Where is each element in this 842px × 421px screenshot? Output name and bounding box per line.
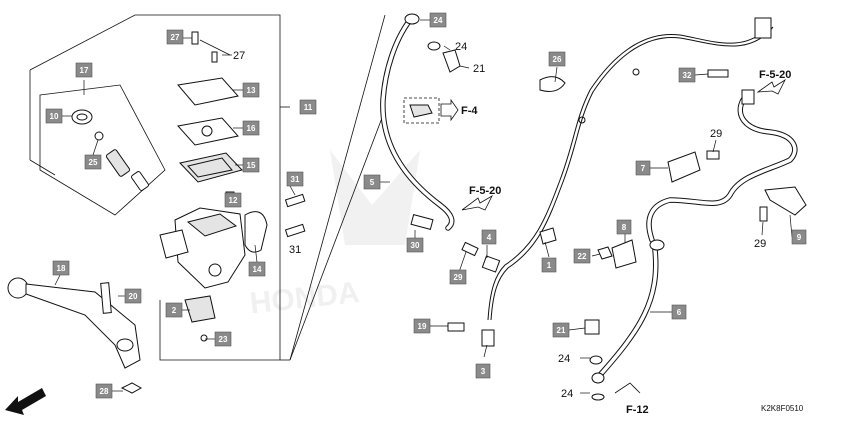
piston-parts <box>71 109 149 191</box>
svg-text:32: 32 <box>683 71 692 80</box>
svg-text:15: 15 <box>247 161 256 170</box>
callout-21: 21 <box>552 322 570 338</box>
svg-text:26: 26 <box>553 55 562 64</box>
f12-bracket <box>614 382 641 394</box>
fr-direction-arrow: FR. <box>5 388 46 415</box>
svg-text:2: 2 <box>172 306 177 315</box>
ref-f5-20-right: F-5-20 <box>759 69 791 81</box>
label-24-top: 24 <box>455 41 467 53</box>
front-brake-hose <box>380 13 461 231</box>
f4-marker <box>403 97 459 124</box>
reference-labels: F-4 F-5-20 F-5-20 F-12 <box>461 69 791 416</box>
callout-17: 17 <box>75 62 93 78</box>
callout-4: 4 <box>481 229 497 245</box>
svg-text:18: 18 <box>57 264 66 273</box>
svg-text:31: 31 <box>291 175 300 184</box>
background-logo: HONDA <box>248 150 420 320</box>
callout-12: 12 <box>224 192 242 208</box>
callout-1: 1 <box>541 257 557 273</box>
svg-text:11: 11 <box>304 103 313 112</box>
svg-text:17: 17 <box>80 66 89 75</box>
callout-31: 31 <box>286 171 304 187</box>
callout-11: 11 <box>299 99 317 115</box>
abs-sensor-cable <box>481 17 774 347</box>
seal-kit-outline <box>39 84 166 216</box>
callout-6: 6 <box>671 304 687 320</box>
svg-text:30: 30 <box>411 241 420 250</box>
master-cylinder-outline <box>29 14 386 361</box>
svg-text:HONDA: HONDA <box>248 276 361 320</box>
svg-text:10: 10 <box>50 112 59 121</box>
callout-3: 3 <box>475 363 491 379</box>
callout-23: 23 <box>214 331 232 347</box>
svg-text:24: 24 <box>434 16 443 25</box>
callout-7: 7 <box>635 160 651 176</box>
reservoir-cap-parts <box>177 77 243 183</box>
ref-f12: F-12 <box>626 404 649 416</box>
label-29-lower: 29 <box>754 238 766 250</box>
label-27: 27 <box>233 50 245 62</box>
callout-5: 5 <box>363 174 381 190</box>
callout-16: 16 <box>242 120 260 136</box>
label-31-lower: 31 <box>289 244 301 256</box>
callout-28: 28 <box>95 383 113 399</box>
label-29-upper: 29 <box>710 128 722 140</box>
svg-text:22: 22 <box>578 252 587 261</box>
svg-text:25: 25 <box>89 158 98 167</box>
callouts: 27 17 10 25 13 16 15 11 12 31 14 18 20 2… <box>45 12 807 399</box>
callout-27: 27 <box>166 29 184 45</box>
svg-text:28: 28 <box>100 387 109 396</box>
svg-text:12: 12 <box>229 196 238 205</box>
label-24-mid: 24 <box>558 353 570 365</box>
svg-text:23: 23 <box>219 335 228 344</box>
svg-text:20: 20 <box>129 292 138 301</box>
plain-labels: 27 24 21 29 31 29 24 24 <box>233 41 766 400</box>
callout-32: 32 <box>678 67 696 83</box>
callout-29: 29 <box>449 269 467 285</box>
callout-25: 25 <box>84 154 102 170</box>
ref-arrows <box>461 78 787 211</box>
callout-14: 14 <box>248 261 266 277</box>
svg-text:1: 1 <box>547 261 552 270</box>
label-24-bottom: 24 <box>561 388 573 400</box>
callout-30: 30 <box>406 237 424 253</box>
svg-text:16: 16 <box>247 124 256 133</box>
callout-9: 9 <box>791 229 807 245</box>
svg-text:7: 7 <box>641 164 646 173</box>
rear-brake-pipe <box>539 76 807 401</box>
svg-text:4: 4 <box>487 233 492 242</box>
callout-2: 2 <box>165 302 183 318</box>
callout-20: 20 <box>124 288 142 304</box>
svg-text:8: 8 <box>622 223 627 232</box>
svg-text:27: 27 <box>171 33 180 42</box>
svg-text:6: 6 <box>677 308 682 317</box>
label-21-top: 21 <box>473 63 485 75</box>
callout-8: 8 <box>616 219 632 235</box>
callout-19: 19 <box>413 318 431 334</box>
svg-text:13: 13 <box>247 86 256 95</box>
svg-text:19: 19 <box>418 322 427 331</box>
svg-text:21: 21 <box>557 326 566 335</box>
diagram-code: K2K8F0510 <box>761 404 804 413</box>
brake-lever <box>7 277 141 369</box>
callout-15: 15 <box>242 157 260 173</box>
ref-f4: F-4 <box>461 105 478 117</box>
ref-f5-20-center: F-5-20 <box>469 185 501 197</box>
svg-text:3: 3 <box>481 367 486 376</box>
callout-24: 24 <box>429 12 447 28</box>
brake-switch <box>120 295 216 394</box>
svg-text:9: 9 <box>797 233 802 242</box>
callout-26: 26 <box>548 51 566 67</box>
svg-text:29: 29 <box>454 273 463 282</box>
callout-10: 10 <box>45 108 63 124</box>
svg-text:5: 5 <box>370 178 375 187</box>
callout-18: 18 <box>52 260 70 276</box>
callout-13: 13 <box>242 82 260 98</box>
callout-22: 22 <box>573 248 591 264</box>
master-cylinder-body <box>159 207 268 289</box>
svg-text:14: 14 <box>253 265 262 274</box>
